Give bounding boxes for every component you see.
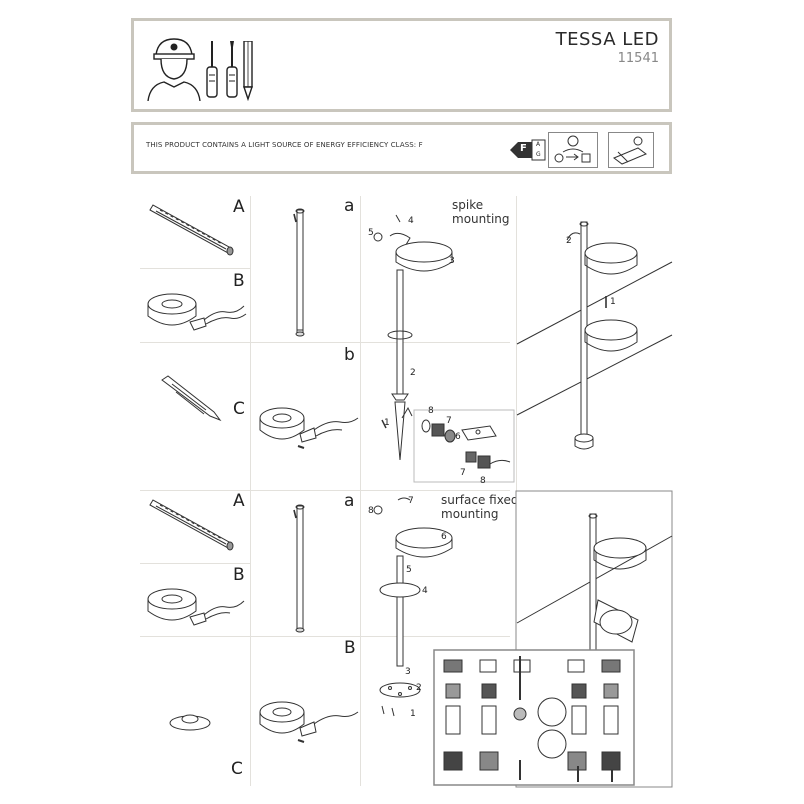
part-c-spike-drawing [161, 375, 222, 422]
part-c-base-plate-drawing [169, 714, 211, 731]
part-label-b-2: B [233, 565, 245, 585]
energy-scale-bottom: G [536, 151, 541, 158]
part-a-pole-drawing-2 [149, 499, 234, 551]
connector-detail-inset [433, 649, 635, 786]
energy-class-letter: F [520, 143, 527, 154]
step-number: 6 [441, 532, 447, 542]
section-divider [140, 490, 510, 491]
lamp-head-b-drawing [259, 407, 359, 449]
section-divider [140, 636, 510, 637]
mounting-title-surface-1: surface fixed [441, 493, 519, 507]
step-number: 3 [405, 667, 411, 677]
step-number: 1 [384, 418, 390, 428]
screwdriver-flat-icon [206, 41, 218, 98]
part-label-c-2: C [231, 759, 243, 779]
step-label-b-2: B [344, 638, 356, 658]
light-source-replaceable-icon [548, 132, 598, 168]
part-label-a: A [233, 197, 245, 217]
vertical-pole-drawing [293, 208, 305, 337]
technician-icon [147, 38, 201, 101]
energy-frame: THIS PRODUCT CONTAINS A LIGHT SOURCE OF … [131, 122, 672, 174]
product-name: TESSA LED [555, 29, 659, 50]
column-divider [250, 196, 251, 786]
part-b-lamp-head-drawing-2 [147, 588, 245, 626]
step-number: 4 [408, 216, 414, 226]
mounting-title-spike-2: mounting [452, 212, 510, 226]
step-number: 5 [368, 228, 374, 238]
step-number: 4 [422, 586, 428, 596]
step-number: 8 [368, 506, 374, 516]
step-number: 7 [446, 416, 452, 426]
professional-installation-icon [608, 132, 654, 168]
pencil-icon [243, 41, 253, 101]
step-number: 1 [410, 709, 416, 719]
column-divider [516, 196, 517, 491]
step-number: 2 [416, 683, 422, 693]
step-label-b: b [344, 345, 355, 365]
column-divider [360, 196, 361, 786]
header-frame: TESSA LED 11541 [131, 18, 672, 112]
vertical-pole-drawing-2 [293, 504, 305, 633]
step-number: 7 [408, 496, 414, 506]
section-divider [140, 268, 250, 269]
surface-assembly-drawing [373, 497, 453, 717]
connector-exploded-drawing [413, 409, 515, 483]
part-label-b: B [233, 271, 245, 291]
screwdriver-phillips-icon [226, 41, 238, 98]
product-code: 11541 [617, 51, 659, 66]
step-number: 6 [455, 432, 461, 442]
energy-class-label: F A G [510, 139, 546, 161]
step-number: 3 [449, 256, 455, 266]
step-number: 7 [460, 468, 466, 478]
part-label-a-2: A [233, 491, 245, 511]
mounting-title-spike-1: spike [452, 198, 484, 212]
part-label-c: C [233, 399, 245, 419]
step-label-a-2: a [344, 491, 355, 511]
mounting-title-surface-2: mounting [441, 507, 499, 521]
spike-assembly-drawing [373, 214, 453, 461]
step-number: 2 [566, 236, 572, 246]
step-number: 2 [410, 368, 416, 378]
energy-notice: THIS PRODUCT CONTAINS A LIGHT SOURCE OF … [146, 141, 423, 149]
step-number: 8 [480, 476, 486, 486]
step-number: 1 [610, 297, 616, 307]
section-divider [140, 563, 250, 564]
lamp-head-b-drawing-2 [259, 701, 359, 743]
step-label-a: a [344, 196, 355, 216]
part-b-lamp-head-drawing [147, 293, 247, 331]
energy-scale-top: A [536, 141, 541, 148]
part-a-pole-drawing [149, 204, 234, 256]
section-divider [140, 342, 510, 343]
assembled-lamp-drawing [516, 221, 673, 450]
step-number: 5 [406, 565, 412, 575]
step-number: 8 [428, 406, 434, 416]
